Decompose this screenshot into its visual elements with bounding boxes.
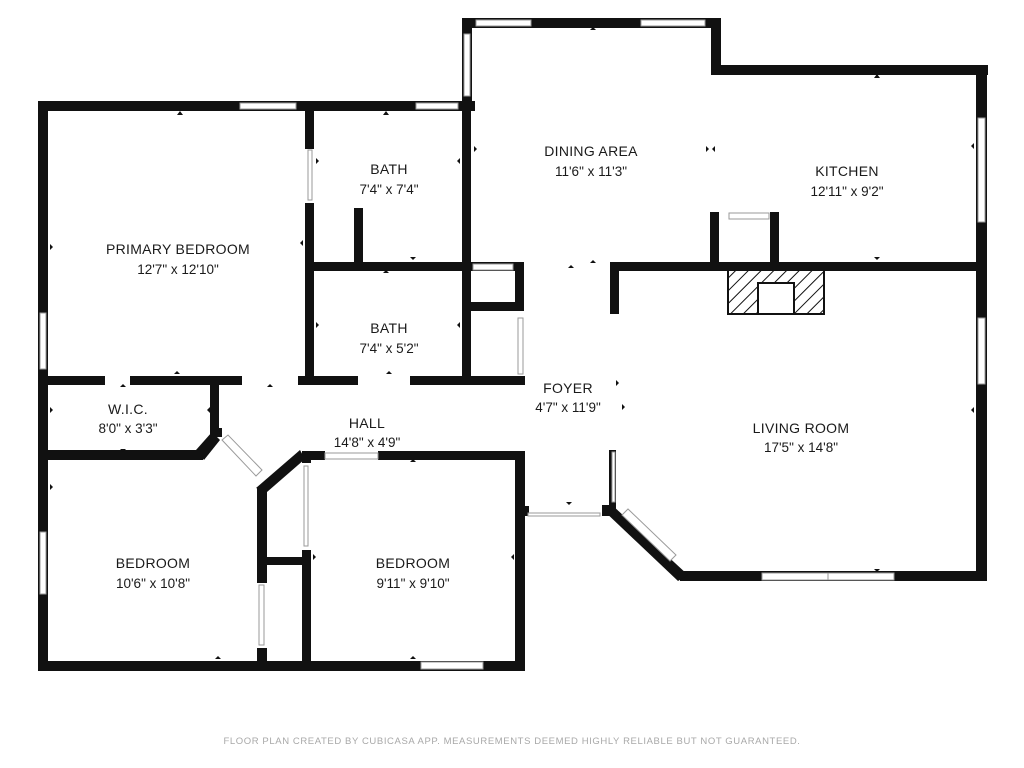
room-name-bath-1: BATH [370,161,408,177]
room-dims-dining-area: 11'6" x 11'3" [555,164,627,179]
room-dims-primary-bedroom: 12'7" x 12'10" [137,262,219,277]
room-name-dining-area: DINING AREA [544,143,638,159]
room-name-hall: HALL [349,415,385,431]
interior-walls [38,101,987,668]
room-name-bedroom-1: BEDROOM [116,555,190,571]
room-dims-hall: 14'8" x 4'9" [334,435,401,450]
room-labels: PRIMARY BEDROOM 12'7" x 12'10" BATH 7'4"… [98,143,883,591]
room-dims-wic: 8'0" x 3'3" [98,421,157,436]
room-name-bath-2: BATH [370,320,408,336]
room-dims-bedroom-1: 10'6" x 10'8" [116,576,190,591]
windows [39,19,986,670]
room-name-foyer: FOYER [543,380,593,396]
room-dims-foyer: 4'7" x 11'9" [535,400,601,415]
room-name-primary-bedroom: PRIMARY BEDROOM [106,241,250,257]
floor-plan-disclaimer: FLOOR PLAN CREATED BY CUBICASA APP. MEAS… [223,736,801,747]
room-dims-bath-2: 7'4" x 5'2" [359,341,418,356]
room-name-wic: W.I.C. [108,401,148,417]
measurement-ticks [50,27,974,659]
room-name-bedroom-2: BEDROOM [376,555,450,571]
room-dims-bedroom-2: 9'11" x 9'10" [376,576,449,591]
room-dims-kitchen: 12'11" x 9'2" [810,184,883,199]
room-name-living-room: LIVING ROOM [753,420,850,436]
room-dims-living-room: 17'5" x 14'8" [764,440,838,455]
fireplace [727,267,825,315]
room-dims-bath-1: 7'4" x 7'4" [359,182,418,197]
room-name-kitchen: KITCHEN [815,163,879,179]
